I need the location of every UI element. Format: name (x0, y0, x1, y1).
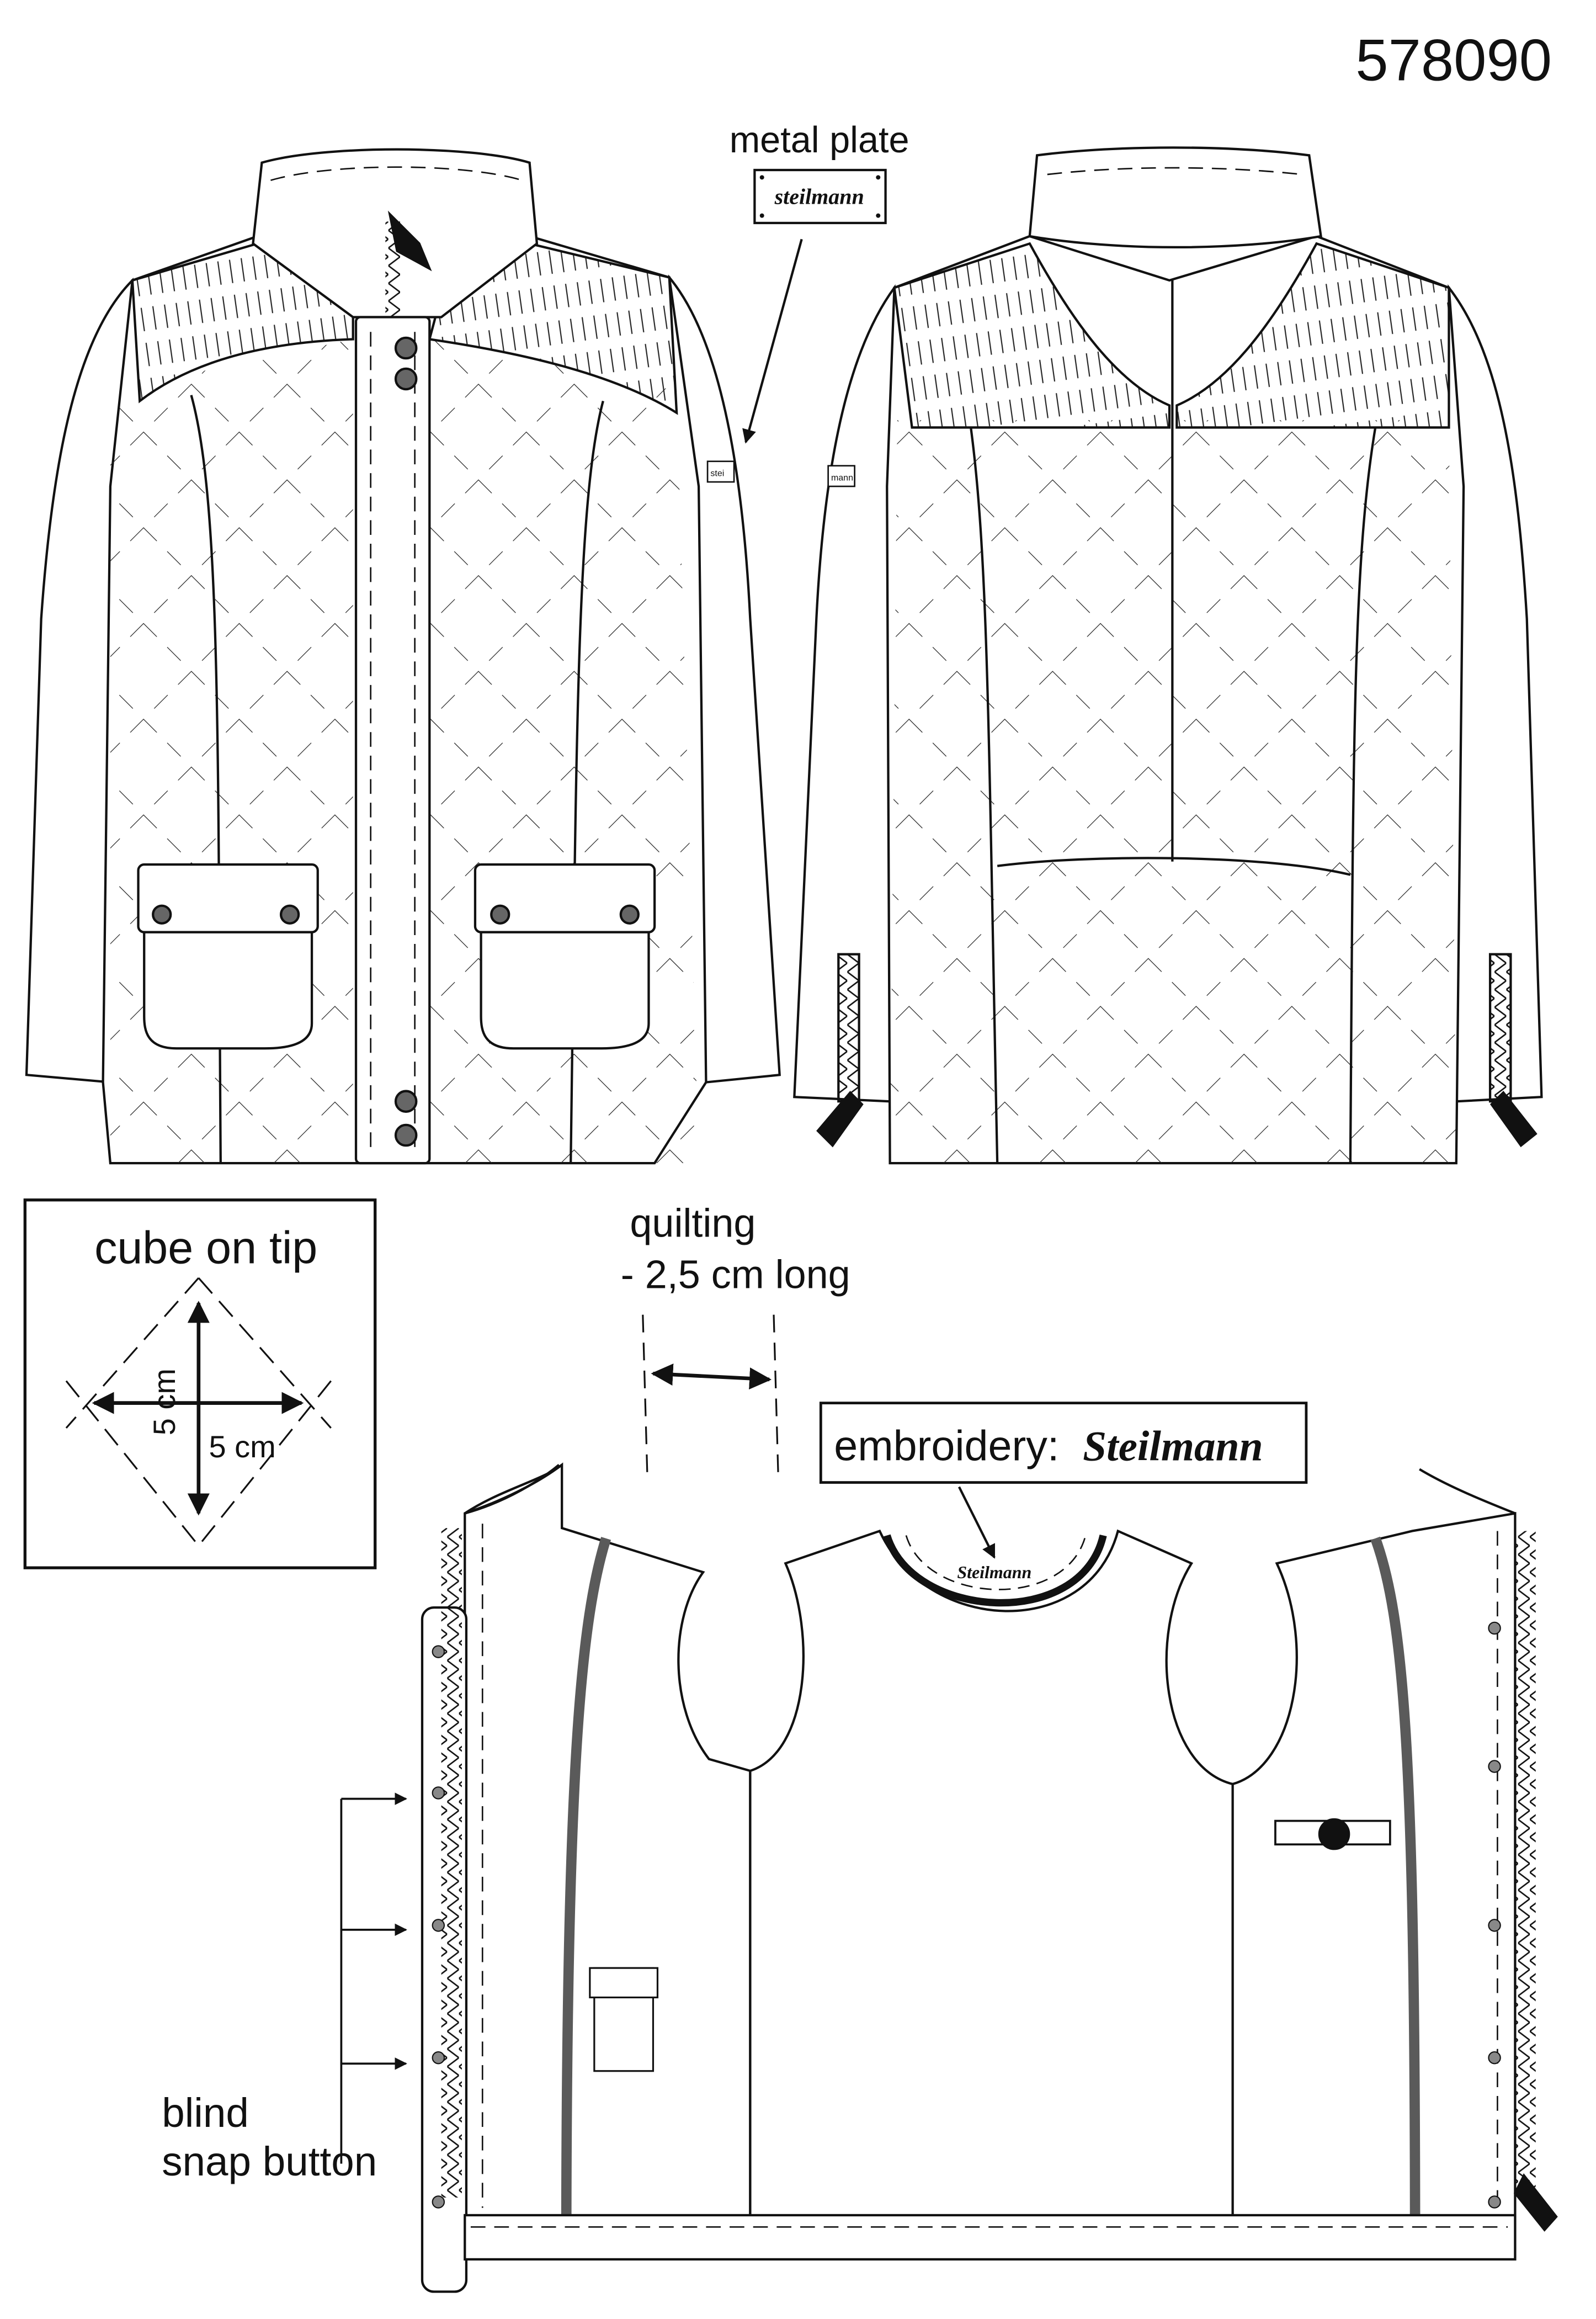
blind-snap-label-line2: snap button (162, 2138, 377, 2184)
inside-left-front-panel (464, 1462, 752, 2261)
quilting-dimension: quilting - 2,5 cm long (621, 1201, 850, 1472)
blind-snap (432, 1645, 445, 1658)
metal-plate-label: metal plate (730, 120, 909, 161)
back-left-zipper-pull (816, 1091, 864, 1148)
back-collar (1028, 146, 1322, 249)
metal-plate-badge (753, 168, 887, 225)
blind-snap (1488, 2051, 1501, 2065)
inside-left-snaps (432, 1645, 445, 2209)
blind-snap (1488, 2195, 1501, 2209)
embroidery-callout: embroidery: Steilmann (819, 1402, 1308, 1559)
embroidery-label: embroidery: Steilmann (834, 1423, 1263, 1470)
front-left-pocket (137, 863, 319, 1050)
back-princess-seam (970, 427, 999, 1164)
inside-back-panel (749, 1529, 1234, 2261)
placket-snap (394, 1090, 418, 1113)
inside-right-snaps (1488, 1621, 1501, 2209)
cube-on-tip-detail: cube on tip 5 cm 5 cm (23, 1198, 377, 1569)
inside-zipper-pull (1513, 2173, 1558, 2232)
left-facing-piping (561, 1537, 611, 2252)
back-princess-seam-right (1349, 427, 1377, 1164)
pocket-flap (474, 863, 656, 933)
back-view: mann (793, 146, 1543, 1165)
collar-embroidery-text: Steilmann (957, 1563, 1031, 1582)
inside-left-zipper (441, 1528, 462, 2198)
front-placket (354, 316, 431, 1165)
cube-on-tip-title: cube on tip (94, 1222, 317, 1273)
blind-snap (432, 2195, 445, 2209)
inside-right-front-panel (1231, 1512, 1517, 2261)
blind-snap (1488, 1760, 1501, 1773)
pocket-snap (490, 904, 510, 925)
quilting-length-label: - 2,5 cm long (621, 1253, 850, 1297)
placket-snap (394, 367, 418, 391)
inside-hem-band (464, 2214, 1517, 2261)
cube-vertical-label: 5 cm (147, 1368, 182, 1435)
pocket-snap (279, 904, 300, 925)
front-collar-fold (270, 166, 523, 181)
back-sleeve-brand-tag (827, 465, 855, 487)
back-sleeve-tag-text: mann (831, 473, 853, 482)
right-shoulder-curve (1419, 1468, 1516, 1515)
back-yoke (893, 242, 1171, 429)
front-sleeve-tag-text: stei (710, 469, 724, 478)
collar-zipper-teeth (385, 221, 400, 317)
back-neck-facing-inner (905, 1535, 1087, 1590)
back-right-zipper-pull (1489, 1091, 1538, 1148)
front-view: stei (25, 148, 781, 1165)
inside-view: Steilmann (421, 1462, 1558, 2293)
blind-snap (1488, 1621, 1501, 1635)
pocket-snap (619, 904, 640, 925)
front-yoke (131, 242, 354, 404)
front-yoke-right (428, 242, 678, 415)
back-right-vent-zipper (1488, 953, 1512, 1103)
embroidery-label-box (819, 1402, 1308, 1484)
quilting-label: quilting (630, 1201, 756, 1245)
metal-plate-brand-text: steilmann (774, 184, 864, 209)
back-collar-stitch (1047, 167, 1302, 176)
embroidery-prefix: embroidery: (834, 1423, 1059, 1470)
blind-snap (1488, 1919, 1501, 1932)
cube-horizontal-label: 5 cm (209, 1429, 275, 1464)
placket-snap (394, 336, 418, 360)
embroidery-brand: Steilmann (1083, 1423, 1263, 1470)
back-left-vent-zipper (837, 953, 860, 1103)
pocket-flap (137, 863, 319, 933)
blind-snap-callout: blind snap button (162, 1792, 407, 2184)
placket-snap (394, 1123, 418, 1147)
right-facing-piping (1370, 1536, 1421, 2252)
inside-pocket-button (1318, 1818, 1350, 1850)
back-waist-seam (997, 857, 1351, 876)
front-right-pocket (474, 863, 656, 1050)
blind-snap (432, 2051, 445, 2065)
metal-plate-pointer (742, 238, 803, 444)
blind-snap (432, 1919, 445, 1932)
back-yoke-right (1175, 242, 1450, 429)
back-left-sleeve (793, 284, 899, 1103)
quilting-length-arrow (651, 1363, 772, 1390)
back-neck-facing (883, 1534, 1107, 1607)
embroidery-pointer (957, 1486, 996, 1559)
metal-plate-callout: metal plate steilmann (730, 120, 909, 444)
inside-patch-pocket-flap (589, 1967, 659, 1999)
style-number: 578090 (1355, 26, 1552, 93)
blind-snap (432, 1786, 445, 1800)
blind-snap-label-line1: blind (162, 2089, 249, 2136)
inside-right-zipper (1515, 1531, 1536, 2193)
pocket-snap (152, 904, 172, 925)
front-sleeve-brand-tag (706, 460, 735, 483)
back-right-sleeve (1448, 284, 1543, 1103)
